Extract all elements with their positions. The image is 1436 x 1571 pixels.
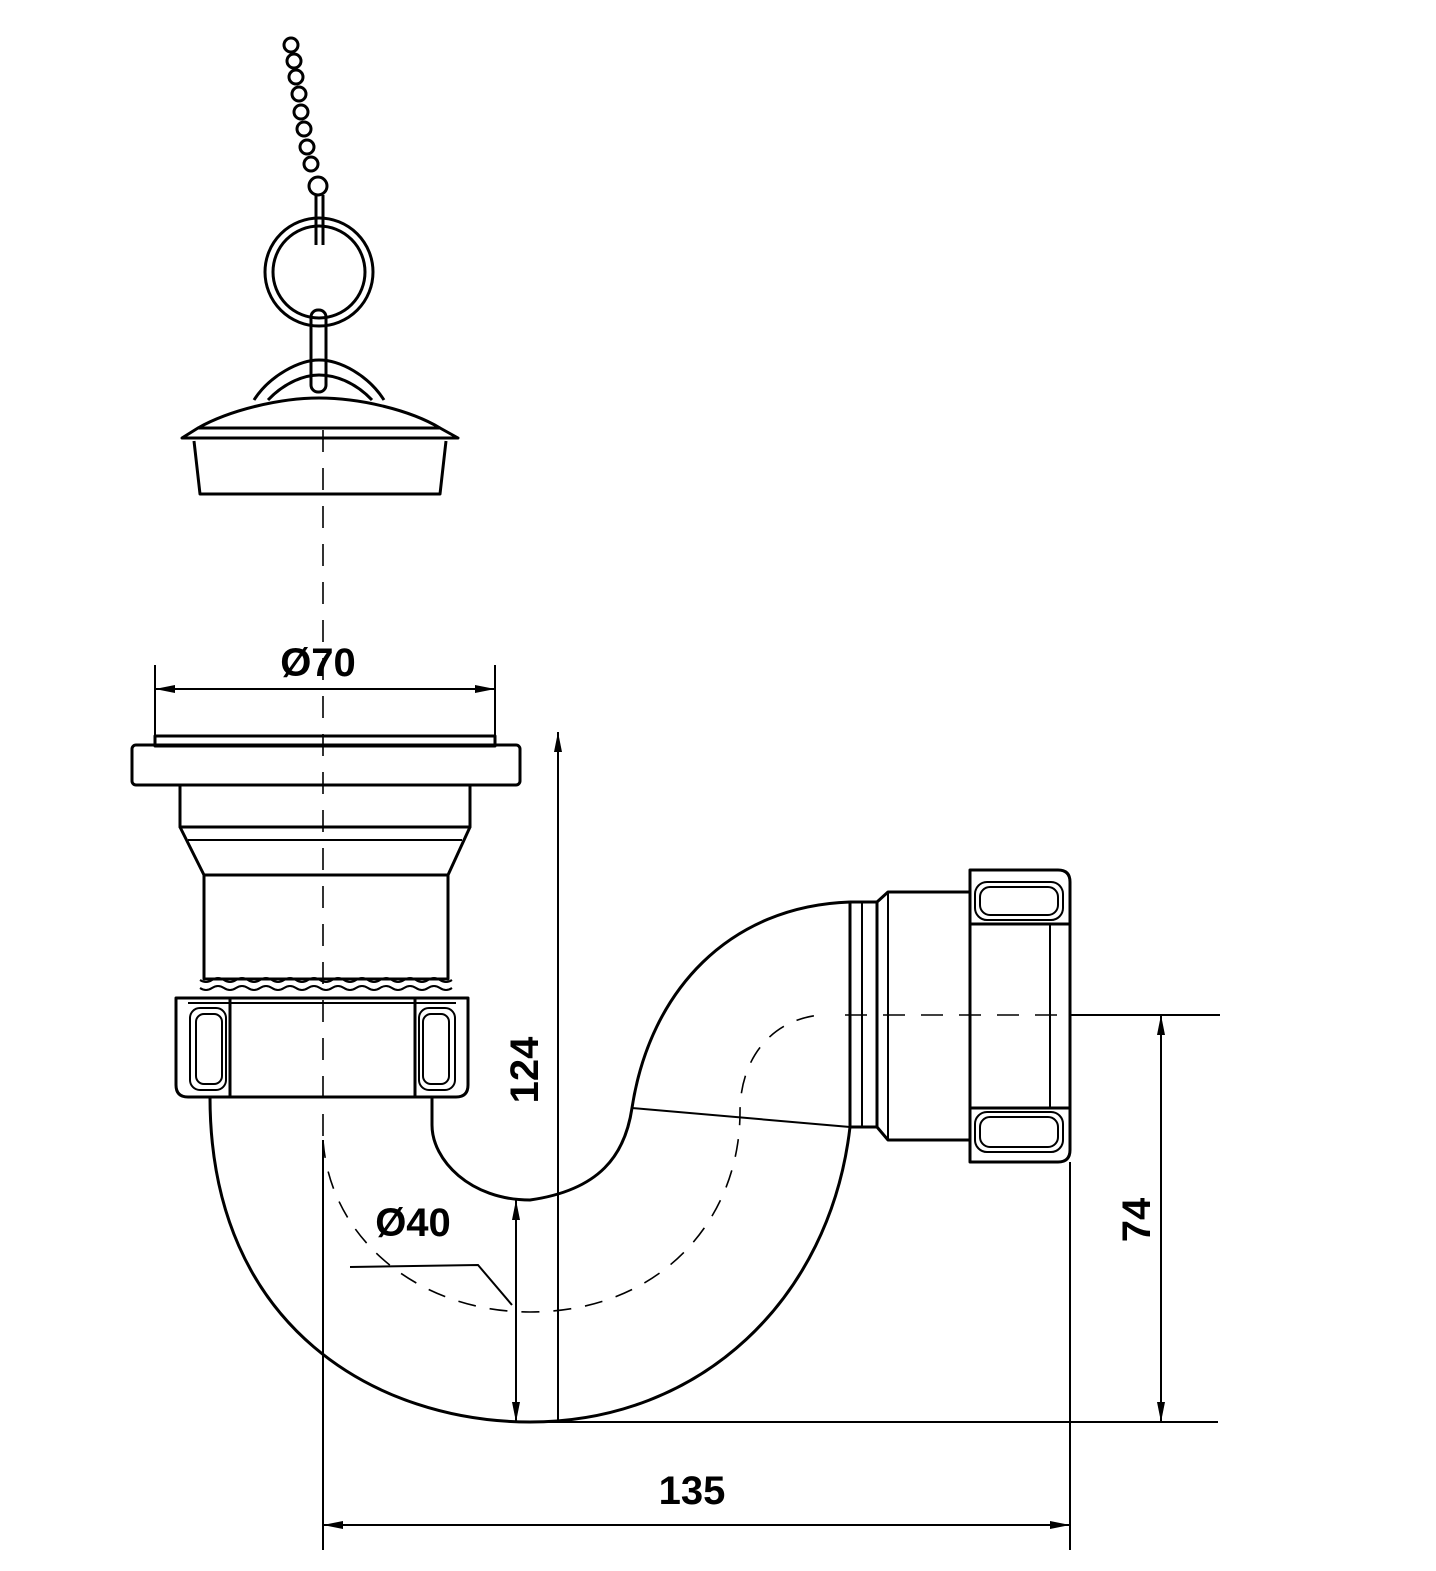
dimension-label-pipe-diameter: Ø40: [375, 1201, 451, 1245]
waste-fitting: [130, 734, 522, 991]
ring-link: [309, 308, 328, 394]
dimension-label-plug-diameter: Ø70: [280, 641, 356, 685]
left-union-nut: [174, 996, 470, 1099]
dimension-label-height: 124: [503, 1036, 547, 1103]
trap-pipe: [208, 900, 852, 1424]
dimension-pipe-diameter: Ø40: [349, 1200, 520, 1422]
dimension-height: 124: [503, 732, 1218, 1423]
dimension-label-width: 135: [659, 1469, 726, 1513]
dimension-outlet-height: 74: [1070, 1014, 1220, 1422]
outlet-coupling: [848, 890, 972, 1142]
right-union-nut: [968, 868, 1072, 1164]
dimension-plug-diameter: Ø70: [154, 641, 496, 736]
dimension-width: 135: [322, 1140, 1071, 1550]
sink-plug: [180, 358, 460, 496]
bead-chain: [282, 36, 329, 245]
pull-ring: [263, 216, 375, 328]
dimension-label-outlet-height: 74: [1115, 1197, 1159, 1242]
